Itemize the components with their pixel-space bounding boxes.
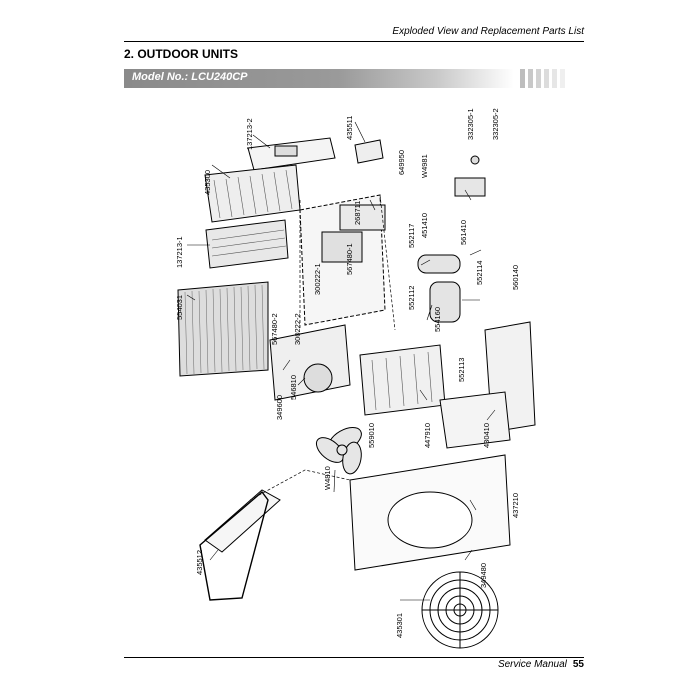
- part-label: 552114: [475, 261, 484, 285]
- part-label: 447910: [423, 423, 432, 448]
- part-label: 300222-1: [313, 263, 322, 295]
- part-label: 435512: [195, 550, 204, 575]
- part-label: 560140: [511, 265, 520, 290]
- model-label: Model No.: LCU240CP: [132, 71, 248, 83]
- propeller-fan-part: [315, 427, 362, 475]
- sensor-part: [470, 155, 480, 165]
- part-label: 137213-1: [175, 236, 184, 268]
- compressor-part: [429, 281, 461, 323]
- part-label: 559010: [367, 423, 376, 448]
- part-label: 300222-2: [293, 313, 302, 345]
- partition-part: [359, 344, 446, 416]
- part-label: 554160: [433, 307, 442, 332]
- part-label: 649950: [397, 150, 406, 175]
- model-bar: [124, 69, 514, 88]
- header-title: Exploded View and Replacement Parts List: [392, 26, 584, 37]
- part-label: 430410: [482, 423, 491, 448]
- section-title: 2. OUTDOOR UNITS: [124, 47, 239, 61]
- part-label: 567480-2: [270, 313, 279, 345]
- footer: Service Manual 55: [498, 659, 584, 670]
- header-rule: [124, 41, 584, 42]
- part-label: 546810: [289, 375, 298, 400]
- bottom-panel-part: [204, 489, 281, 553]
- part-label: 567480-1: [345, 243, 354, 275]
- decorative-stripes: [520, 69, 565, 88]
- fan-guard-part: [421, 571, 499, 649]
- condenser-coil-part: [177, 281, 269, 377]
- footer-rule: [124, 657, 584, 658]
- pcb-part: [321, 231, 363, 263]
- part-label: 561410: [459, 220, 468, 245]
- part-label: 332305-1: [466, 108, 475, 140]
- part-label: 435300: [203, 170, 212, 195]
- part-label: 552117: [407, 224, 416, 248]
- grommet-part: [354, 139, 384, 164]
- part-label: 268711: [353, 201, 362, 225]
- part-label: 552112: [407, 286, 416, 310]
- part-label: 451410: [420, 213, 429, 238]
- page-number: 55: [572, 659, 584, 670]
- capacitor-bracket-part: [339, 204, 386, 231]
- part-label: 349600: [275, 395, 284, 420]
- rear-grille-lower-part: [205, 219, 289, 269]
- part-label: 435511: [345, 116, 354, 140]
- part-label: 435301: [395, 613, 404, 638]
- part-label: 332305-2: [491, 108, 500, 140]
- base-pan-part: [439, 391, 511, 449]
- bottom-frame-part: [199, 490, 269, 601]
- part-label: 137213-2: [245, 118, 254, 150]
- part-label: 437210: [511, 493, 520, 518]
- part-label: W4810: [323, 466, 332, 490]
- accumulator-part: [417, 254, 461, 274]
- footer-manual: Service Manual: [497, 659, 567, 670]
- part-label: W4981: [420, 154, 429, 178]
- terminal-block-part: [454, 177, 486, 197]
- part-label: 552113: [457, 358, 466, 382]
- part-label: 349480: [479, 563, 488, 588]
- fan-motor-part: [303, 363, 333, 393]
- part-label: 554031: [175, 295, 184, 320]
